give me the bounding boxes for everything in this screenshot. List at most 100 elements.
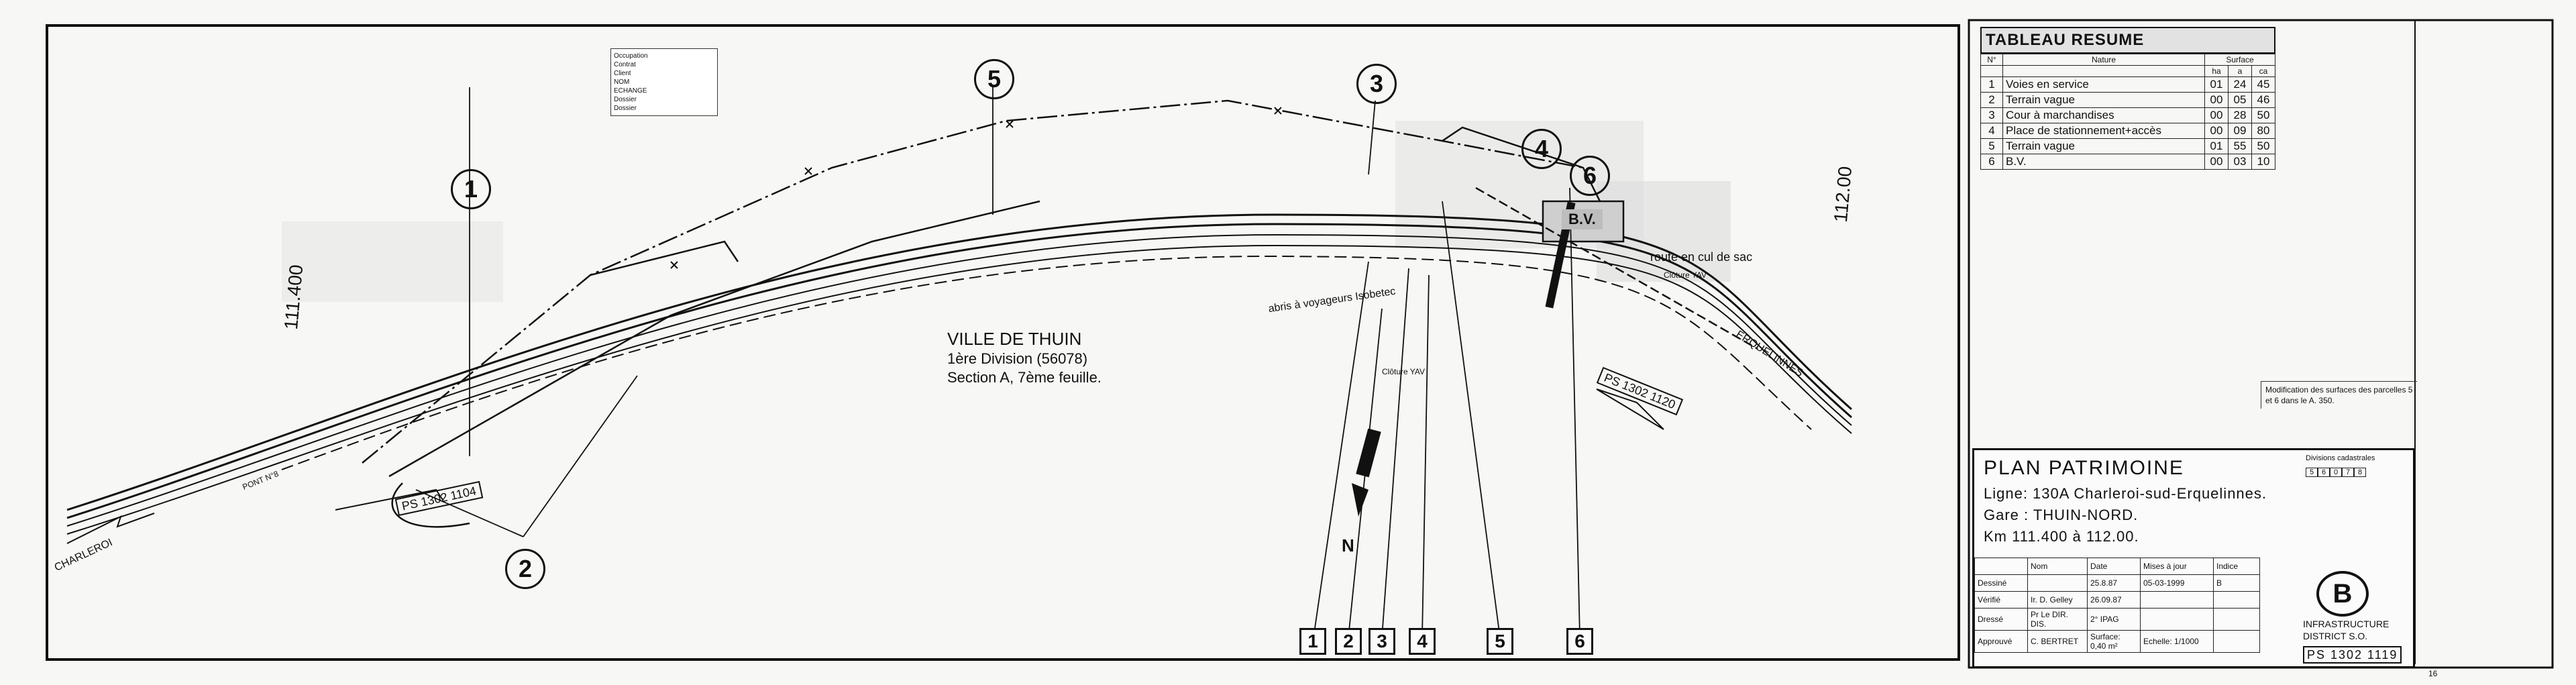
division-code: 5 — [2306, 468, 2318, 477]
stamp-line: NOM — [614, 78, 630, 86]
row-nature: Cour à marchandises — [2002, 107, 2205, 123]
parcel-box-5: 5 — [1487, 628, 1513, 655]
row-ha: 01 — [2204, 138, 2229, 154]
stamp-line: Dossier — [614, 105, 637, 112]
approval-table: Nom Date Mises à jour Indice Dessiné 25.… — [1974, 558, 2260, 653]
parcel-box-6: 6 — [1566, 628, 1593, 655]
row-verifie: Vérifié — [1974, 591, 2028, 609]
row-ca: 10 — [2251, 154, 2275, 170]
title-block: PLAN PATRIMOINE Ligne: 130A Charleroi-su… — [1972, 448, 2415, 668]
row-dresse: Dressé — [1974, 608, 2028, 631]
row-ha: 00 — [2204, 123, 2229, 139]
table-row: 2 Terrain vague 00 05 46 — [1980, 92, 2275, 108]
table-row: 5 Terrain vague 01 55 50 — [1980, 138, 2275, 154]
header-surface: Surface — [2204, 54, 2275, 66]
infra-label: INFRASTRUCTURE — [2303, 619, 2390, 629]
parcel-box-1: 1 — [1299, 628, 1326, 655]
row-nature: Terrain vague — [2002, 92, 2205, 108]
divisions-label: Divisions cadastrales — [2306, 454, 2375, 462]
row-no: 3 — [1980, 107, 2003, 123]
row-no: 1 — [1980, 76, 2003, 93]
town-division: 1ère Division (56078) — [947, 350, 1088, 367]
row-dessine: Dessiné — [1974, 574, 2028, 592]
railway-tracks — [66, 213, 1852, 535]
division-code: 6 — [2318, 468, 2330, 477]
parcel-circle-3: 3 — [1356, 64, 1397, 104]
header-a: a — [2228, 65, 2252, 77]
echelle: Echelle: 1/1000 — [2140, 630, 2214, 653]
parcel-box-4: 4 — [1409, 628, 1436, 655]
dresse-name: Pr Le DIR. DIS. — [2027, 608, 2088, 631]
modification-note: Modification des surfaces des parcelles … — [2261, 381, 2417, 409]
col-indice: Indice — [2213, 558, 2260, 575]
row-ca: 50 — [2251, 107, 2275, 123]
parcel-circle-4: 4 — [1521, 129, 1562, 169]
row-nature: B.V. — [2002, 154, 2205, 170]
table-row: 6 B.V. 00 03 10 — [1980, 154, 2275, 170]
header-ha: ha — [2204, 65, 2229, 77]
division-code: 8 — [2354, 468, 2366, 477]
stamp-line: ECHANGE — [614, 87, 647, 95]
row-ca: 45 — [2251, 76, 2275, 93]
row-ha: 00 — [2204, 92, 2229, 108]
table-row: 4 Place de stationnement+accès 00 09 80 — [1980, 123, 2275, 139]
parcel-box-2: 2 — [1335, 628, 1362, 655]
header-no: N° — [1980, 54, 2003, 66]
verif-name: Ir. D. Gelley — [2027, 591, 2088, 609]
row-nature: Voies en service — [2002, 76, 2205, 93]
row-ha: 01 — [2204, 76, 2229, 93]
parcel-circle-1: 1 — [451, 169, 491, 209]
header-nature: Nature — [2002, 54, 2205, 66]
row-a: 03 — [2228, 154, 2252, 170]
map-frame — [46, 24, 1960, 661]
approuve-name: C. BERTRET — [2027, 630, 2088, 653]
plan-title: PLAN PATRIMOINE — [1984, 457, 2184, 479]
date-drawn: 25.8.87 — [2087, 574, 2141, 592]
row-no: 4 — [1980, 123, 2003, 139]
date-updated: 05-03-1999 — [2140, 574, 2214, 592]
parcel-box-3: 3 — [1368, 628, 1395, 655]
annotation-cloture-yav-2: Clôture YAV — [1382, 367, 1426, 376]
verif-date: 26.09.87 — [2087, 591, 2141, 609]
row-approuve: Approuvé — [1974, 630, 2028, 653]
town-section: Section A, 7ème feuille. — [947, 369, 1102, 386]
km-range: Km 111.400 à 112.00. — [1984, 528, 2139, 545]
logo-letter: B — [2332, 578, 2353, 609]
row-ha: 00 — [2204, 154, 2229, 170]
row-ha: 00 — [2204, 107, 2229, 123]
ligne: Ligne: 130A Charleroi-sud-Erquelinnes. — [1984, 485, 2267, 502]
row-no: 5 — [1980, 138, 2003, 154]
gare: Gare : THUIN-NORD. — [1984, 507, 2139, 523]
north-label: N — [1342, 535, 1354, 556]
row-nature: Place de stationnement+accès — [2002, 123, 2205, 139]
parcel-circle-5: 5 — [974, 59, 1014, 99]
occupation-stamp: Occupation Contrat Client NOM ECHANGE Do… — [610, 48, 718, 116]
stamp-line: Occupation — [614, 52, 648, 60]
summary-title: TABLEAU RESUME — [1980, 27, 2275, 54]
annotation-route: route en cul de sac — [1650, 250, 1753, 264]
summary-table: TABLEAU RESUME N° Nature Surface ha a ca… — [1980, 27, 2275, 170]
row-a: 05 — [2228, 92, 2252, 108]
row-no: 2 — [1980, 92, 2003, 108]
row-ca: 46 — [2251, 92, 2275, 108]
stamp-line: Contrat — [614, 61, 636, 68]
row-a: 55 — [2228, 138, 2252, 154]
row-no: 6 — [1980, 154, 2003, 170]
annotation-cloture-yav: Clôture YAV — [1664, 270, 1707, 280]
row-a: 09 — [2228, 123, 2252, 139]
north-arrow — [1352, 428, 1381, 517]
indice-value: B — [2213, 574, 2260, 592]
row-ca: 80 — [2251, 123, 2275, 139]
divisions-box: Divisions cadastrales 5 6 0 7 8 — [2306, 454, 2406, 477]
logo-b-icon: B — [2316, 571, 2369, 617]
corner-mark: 16 — [2428, 669, 2438, 678]
row-nature: Terrain vague — [2002, 138, 2205, 154]
division-code: 0 — [2330, 468, 2342, 477]
parcel-circle-6: 6 — [1570, 156, 1610, 196]
row-ca: 50 — [2251, 138, 2275, 154]
leader-lines — [415, 87, 1580, 638]
col-mises: Mises à jour — [2140, 558, 2214, 575]
parcel-circle-2: 2 — [505, 549, 545, 589]
